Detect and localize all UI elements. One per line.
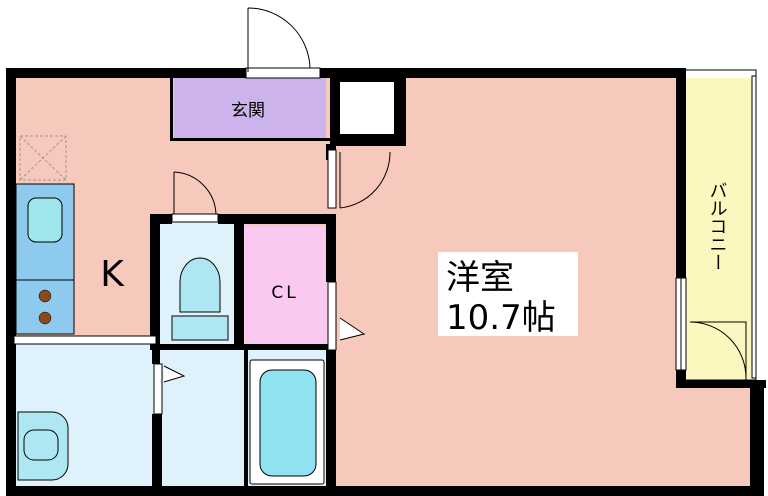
wall-top-right <box>318 68 686 78</box>
wall-wash-top <box>13 335 157 345</box>
wall-wash-bath-upper <box>152 346 160 364</box>
genkan-label: 玄関 <box>231 101 265 121</box>
western-room-label: 洋室 <box>446 258 514 298</box>
refrigerator-space <box>19 135 67 181</box>
wall-bath-top <box>150 344 336 350</box>
bathtub-basin <box>259 369 317 477</box>
kitchen-sink <box>27 197 63 243</box>
wall-far-right <box>750 380 764 496</box>
wall-closet-top <box>218 214 336 224</box>
wall-genkan-bottom <box>170 138 330 141</box>
stove-burner-bottom <box>38 311 52 325</box>
closet-door-frame <box>327 281 337 351</box>
wall-right-upper <box>676 68 686 278</box>
pipe-shaft-inner <box>340 82 394 134</box>
bath-door-frame <box>153 363 163 415</box>
wall-right-bottom-ledge <box>676 380 766 388</box>
wall-toilet-left <box>150 214 160 348</box>
wall-closet-right <box>326 222 336 282</box>
bath-door-marker <box>163 365 186 383</box>
closet-door-marker <box>339 317 366 341</box>
entrance-door-frame <box>245 67 321 79</box>
wall-wash-bath-lower <box>152 414 162 490</box>
wall-genkan-left <box>170 78 173 140</box>
wall-top-left <box>6 68 246 78</box>
kitchen-label: K <box>100 254 125 295</box>
wall-right-lower-stub <box>676 370 686 386</box>
toilet-bowl <box>179 257 221 313</box>
wall-left <box>6 68 16 496</box>
western-room-size: 10.7帖 <box>446 298 556 338</box>
toilet-door-frame <box>171 213 219 223</box>
balcony-rail <box>751 75 757 379</box>
toilet-door-swing <box>173 171 217 215</box>
closet-label: CL <box>271 283 298 303</box>
entrance-door-swing <box>247 7 311 72</box>
western-room-label-bg <box>438 252 578 336</box>
room-door-swing <box>339 151 391 209</box>
genkan-floor <box>174 78 326 140</box>
stove-burner-top <box>38 289 52 303</box>
washbasin-bowl <box>23 429 59 461</box>
toilet-tank <box>171 315 229 341</box>
wall-bath-toilet <box>244 346 248 488</box>
closet-floor <box>244 226 328 348</box>
refrigerator-space-cross <box>19 135 67 181</box>
wall-room-divider-lower <box>326 350 336 490</box>
balcony-room-extension-floor <box>678 384 754 488</box>
room-door-frame <box>327 149 337 209</box>
balcony-label: バルコニー <box>707 181 728 271</box>
wall-bottom <box>6 486 764 496</box>
wall-toilet-closet <box>234 222 244 350</box>
wall-toilet-top <box>150 214 172 224</box>
balcony-door-swing <box>689 321 747 380</box>
balcony-floor <box>684 78 754 384</box>
